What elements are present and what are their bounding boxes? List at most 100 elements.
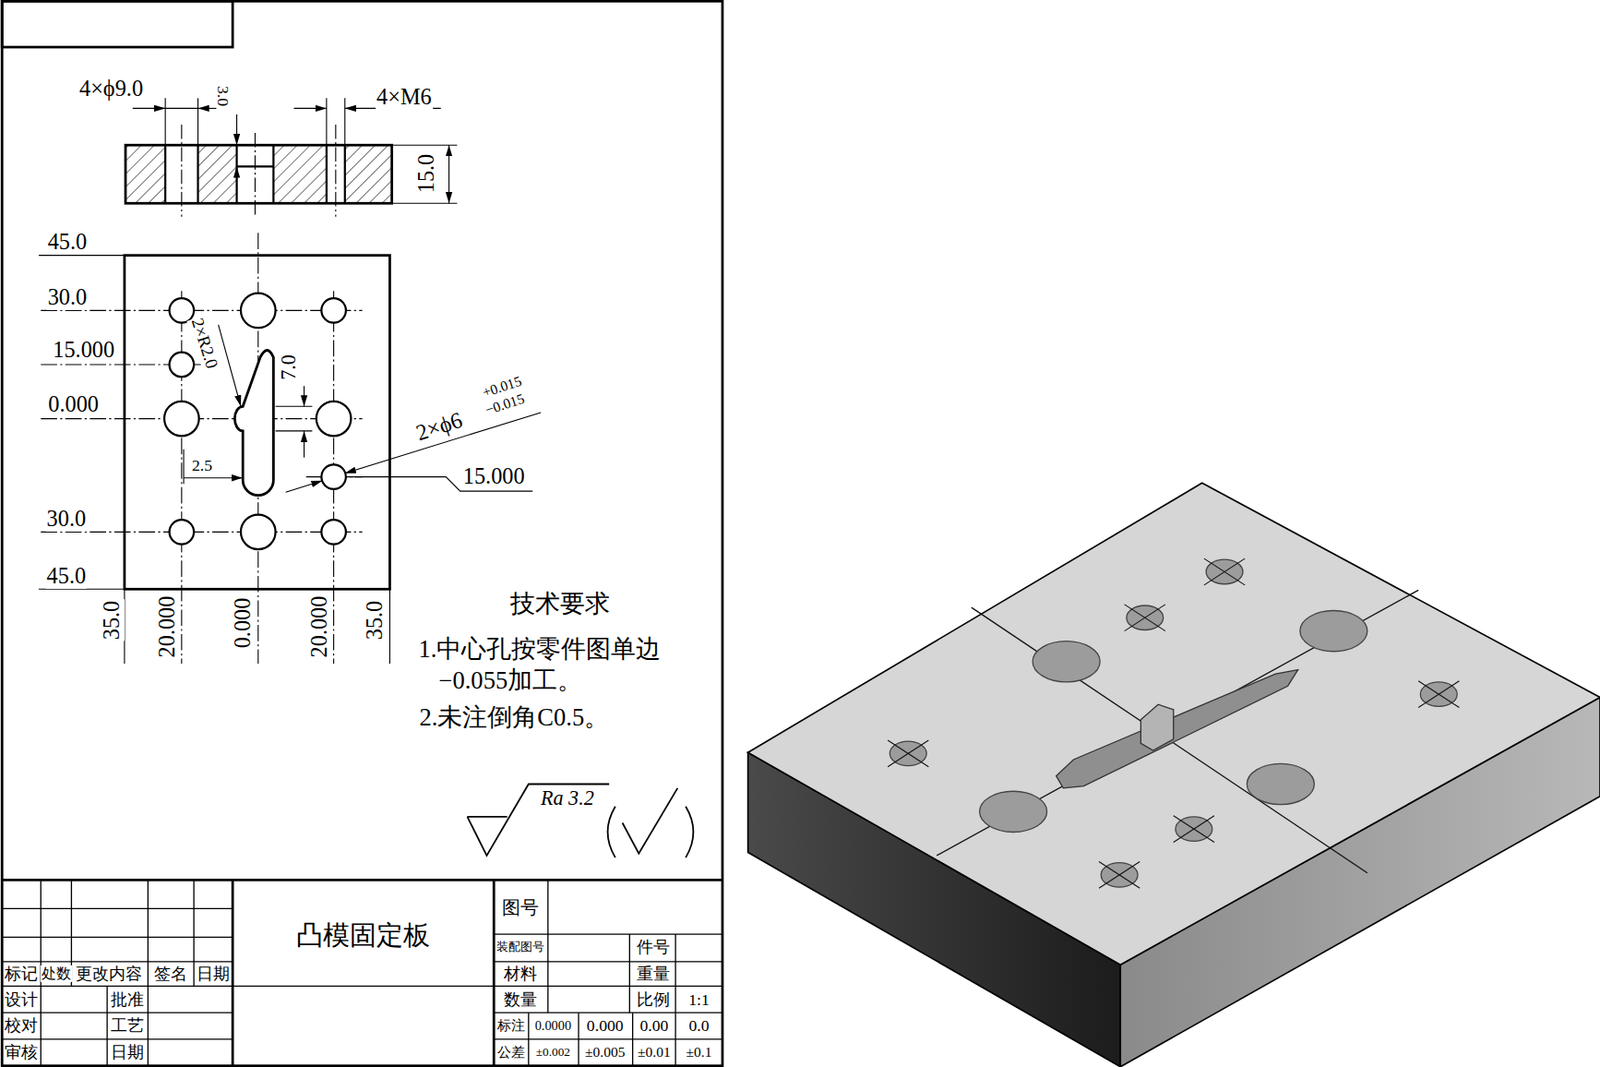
dimension-label: 15.000 [51,336,116,363]
title-block-grid [1,879,723,1066]
title-block-grid-part [1,907,233,909]
title-block-grid-part [1,936,233,938]
isometric-plate-part [1032,641,1100,682]
section-view-part [125,144,393,203]
isometric-plate-part [1140,704,1173,751]
title-block-cell: 校对 [3,1015,39,1035]
title-block-cell: 日期 [195,964,231,983]
section-view-part [254,132,256,217]
section-view-part [236,166,238,194]
section-view [125,97,457,216]
title-block-grid-part [106,985,108,1066]
roughness-symbol-part [685,806,693,858]
section-view-part [344,97,346,145]
dimension-label: 20.000 [306,595,333,659]
title-block-cell: ±0.01 [636,1043,672,1061]
title-block-cell: ±0.002 [535,1045,572,1060]
title-block-grid-part [1,985,233,987]
plan-view [38,232,541,664]
section-view-part [392,202,458,204]
title-block-cell: 更改内容 [74,964,144,983]
plan-view-part [389,588,391,664]
title-block-grid-part [1,878,723,882]
section-view-part [345,144,393,203]
dimension-label: 3.0 [214,84,233,108]
section-view-part [272,144,275,203]
plan-view-part [38,255,390,664]
isometric-plate-part [971,607,1368,873]
dimension-label: 45.0 [47,228,89,255]
isometric-plate-part [936,589,1419,856]
section-view-part [344,144,347,203]
dimension-label: 7.0 [276,353,300,382]
plan-view-part [38,588,125,590]
technical-note: 2.未注倒角C0.5。 [417,703,610,732]
dimension-label: 4×M6 [375,83,433,110]
section-view-part [236,114,238,145]
title-block-cell: 0.00 [638,1015,669,1035]
plan-view-part [164,401,200,437]
title-block-cell: ±0.005 [584,1043,626,1061]
technical-note: 技术要求 [509,588,611,618]
section-view-part [235,144,238,203]
title-block-cell: 图号 [501,896,540,919]
plan-view-part [40,232,362,664]
plan-view-part [303,430,305,458]
title-block-cell: 数量 [502,989,538,1008]
plan-view-part [183,477,243,478]
isometric-plate-part [1246,763,1314,804]
isometric-plate-part [887,558,1459,888]
plan-view-part [321,464,347,490]
isometric-plate-part [1204,558,1245,586]
plan-view-part [183,324,541,492]
title-block-grid-part [547,879,549,1013]
dimension-label: 2×R2.0 [187,314,223,372]
roughness-symbol-part [608,806,616,858]
section-view-part [392,144,458,146]
title-block-cell: 比例 [635,989,671,1008]
isometric-plate-part [1056,669,1299,789]
dimension-label: 35.0 [98,599,125,642]
isometric-plate-part [1098,861,1140,889]
plan-view-part [275,405,313,407]
section-view-part [293,107,326,109]
plan-view-part [316,401,352,437]
plan-view-part [40,417,362,419]
plan-view-part [183,449,185,485]
title-block-cell: 工艺 [109,1015,145,1035]
sheet-frame-part [1,0,233,48]
title-block-grid-part [147,879,149,986]
plan-view-part [321,519,347,545]
isometric-plate-part [1124,604,1166,632]
title-block-cell: 重量 [635,964,671,983]
plan-view-part [234,349,274,495]
title-block-grid-part [1,1012,233,1014]
isometric-plate-part [748,482,1600,965]
title-block-grid-part [527,1012,529,1067]
isometric-plate-part [889,559,1457,887]
section-view-part [325,97,327,145]
roughness-symbol [466,783,693,858]
section-view-part [273,144,327,203]
plan-view-part [169,352,195,378]
isometric-plate-part [1124,604,1166,632]
isometric-plate-part [936,589,1419,872]
isometric-plate-part [887,740,929,767]
dimension-label: 0.000 [229,596,256,649]
drawing-title: 凸模固定板 [295,920,431,952]
section-view-part [197,97,199,145]
title-block-grid-part [632,1012,633,1067]
plan-view-part [40,531,362,533]
sheet-frame-part [1,0,723,1065]
section-view-part [164,144,167,203]
plan-view-part [38,254,125,256]
dimension-label: 45.0 [46,562,88,589]
technical-note: 1.中心孔按零件图单边 −0.055加工。 [417,632,695,697]
isometric-plate-part [979,790,1048,832]
title-block-grid-part [493,960,723,962]
title-block-grid-part [40,985,42,1066]
title-block-cell: 装配图号 [495,940,546,955]
section-view-part [165,107,198,109]
section-view-part [196,144,199,203]
